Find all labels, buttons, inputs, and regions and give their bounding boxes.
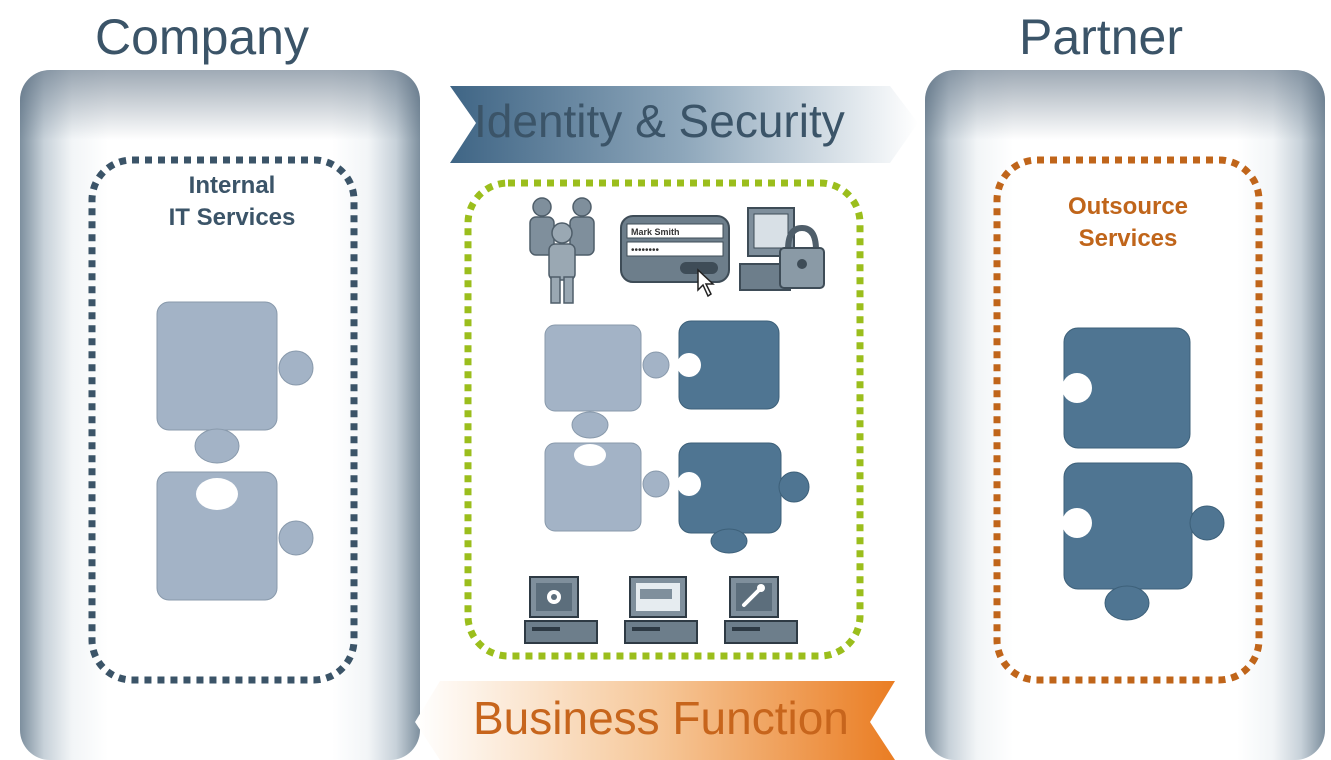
- right-piece-notch-bottom: [1062, 508, 1092, 538]
- users-icon: [529, 197, 595, 304]
- computer-settings-icon: [524, 576, 598, 644]
- center-dark-notch-bottom: [677, 472, 701, 496]
- center-dark-piece-bottom: [678, 442, 810, 554]
- left-puzzle-piece-top: [156, 301, 314, 464]
- business-banner-shape: [415, 681, 895, 760]
- center-light-piece-bottom: [544, 442, 670, 532]
- login-password-field: ••••••••: [631, 245, 660, 256]
- computer-tools-icon: [724, 576, 798, 644]
- right-puzzle-piece-bottom: [1063, 462, 1225, 621]
- center-services-box: [464, 179, 864, 660]
- computer-window-icon: [624, 576, 698, 644]
- identity-security-banner: Identity & Security: [474, 95, 845, 147]
- center-dark-notch-top: [677, 353, 701, 377]
- company-title: Company: [95, 9, 309, 65]
- center-light-piece-top: [544, 324, 670, 439]
- outsource-services-label: Outsource Services: [1067, 193, 1189, 252]
- login-card-icon: Mark Smith ••••••••: [620, 215, 730, 298]
- left-puzzle-piece-bottom: [156, 471, 314, 601]
- internal-services-label: Internal IT Services: [168, 172, 296, 231]
- partner-title: Partner: [1019, 9, 1183, 65]
- locked-computer-icon: [739, 207, 825, 291]
- login-name-field: Mark Smith: [631, 227, 680, 237]
- outsource-services-box: [993, 156, 1263, 684]
- business-function-banner: Business Function: [473, 692, 849, 744]
- internal-services-box: [88, 156, 358, 684]
- left-piece-notch: [196, 478, 238, 510]
- center-light-notch: [574, 444, 606, 466]
- right-piece-notch-top: [1062, 373, 1092, 403]
